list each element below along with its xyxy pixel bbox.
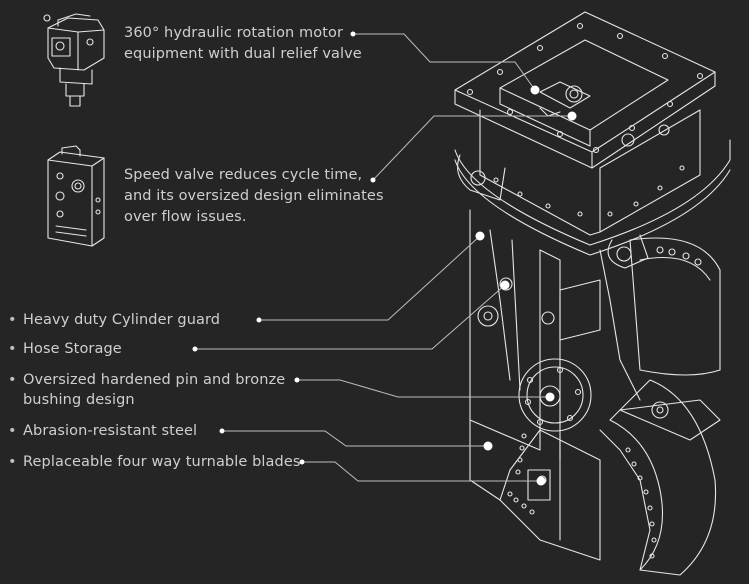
feature-item: • Abrasion-resistant steel	[8, 421, 197, 441]
callout-speed-valve-line3: over flow issues.	[124, 209, 247, 225]
callout-speed-valve-line1: Speed valve reduces cycle time,	[124, 167, 363, 183]
callout-speed-valve: Speed valve reduces cycle time, and its …	[124, 165, 384, 228]
callout-rotation-motor-line2: equipment with dual relief valve	[124, 46, 362, 62]
callout-rotation-motor: 360° hydraulic rotation motor equipment …	[124, 23, 362, 65]
marker-hose-storage-target	[500, 280, 510, 290]
marker-turnable-blades	[299, 459, 305, 465]
feature-label: Hose Storage	[23, 341, 122, 357]
feature-item: • Replaceable four way turnable blades	[8, 452, 301, 472]
feature-label-cont: bushing design	[23, 392, 135, 408]
leader-rotation-motor	[353, 33, 536, 91]
marker-abrasion-steel	[219, 428, 225, 434]
bullet-dot: •	[8, 423, 17, 439]
bullet-dot: •	[8, 454, 17, 470]
feature-label: Heavy duty Cylinder guard	[23, 312, 221, 328]
callout-rotation-motor-line1: 360° hydraulic rotation motor	[124, 25, 344, 41]
feature-label: Oversized hardened pin and bronze	[23, 372, 286, 388]
leader-abrasion-steel	[222, 430, 488, 447]
marker-abrasion-steel-target	[483, 441, 493, 451]
marker-cylinder-guard-target	[475, 231, 485, 241]
leader-speed-valve	[372, 115, 572, 181]
marker-turnable-blades-target	[536, 476, 546, 486]
grab-attachment	[454, 11, 731, 576]
leader-turnable-blades	[302, 461, 541, 482]
feature-label: Abrasion-resistant steel	[23, 423, 198, 439]
feature-item: • Heavy duty Cylinder guard	[8, 310, 220, 330]
marker-rotation-motor	[350, 31, 356, 37]
marker-hose-storage	[192, 346, 198, 352]
marker-rotation-motor-target	[530, 85, 540, 95]
feature-item: • Oversized hardened pin and bronze bushi…	[8, 370, 285, 410]
speed-valve-thumbnail	[47, 145, 105, 247]
callout-speed-valve-line2: and its oversized design eliminates	[124, 188, 384, 204]
marker-cylinder-guard	[256, 317, 262, 323]
rotation-motor-thumbnail	[43, 13, 105, 107]
leader-hose-storage	[195, 284, 506, 350]
leader-pin-bushing	[297, 379, 550, 398]
bullet-dot: •	[8, 312, 17, 328]
marker-speed-valve	[370, 177, 376, 183]
bullet-dot: •	[8, 372, 17, 388]
leader-cylinder-guard	[259, 235, 481, 321]
feature-item: • Hose Storage	[8, 339, 122, 359]
feature-label: Replaceable four way turnable blades	[23, 454, 301, 470]
marker-speed-valve-target	[567, 111, 577, 121]
marker-pin-bushing	[294, 377, 300, 383]
bullet-dot: •	[8, 341, 17, 357]
marker-pin-bushing-target	[545, 392, 555, 402]
